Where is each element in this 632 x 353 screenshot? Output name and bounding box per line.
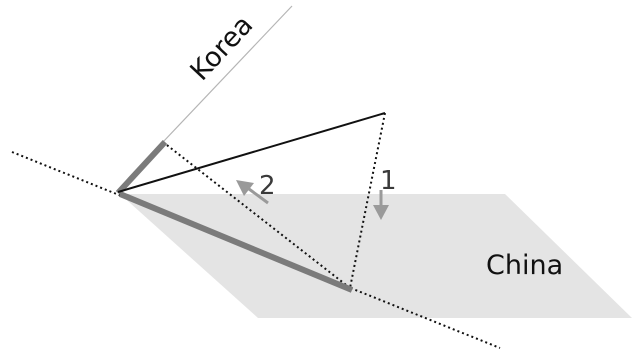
china-plane xyxy=(120,194,632,318)
arrow-2 xyxy=(236,180,269,205)
china-label: China xyxy=(486,250,563,281)
step-1-label: 1 xyxy=(380,166,397,196)
korea-line xyxy=(162,5,293,143)
korea-edge-thick xyxy=(115,139,168,196)
china-edge-thick xyxy=(118,191,354,293)
step-2-label: 2 xyxy=(259,171,276,201)
arrow-1 xyxy=(373,190,389,220)
korea-label: Korea xyxy=(184,10,259,87)
solid-edge-left xyxy=(117,112,386,193)
